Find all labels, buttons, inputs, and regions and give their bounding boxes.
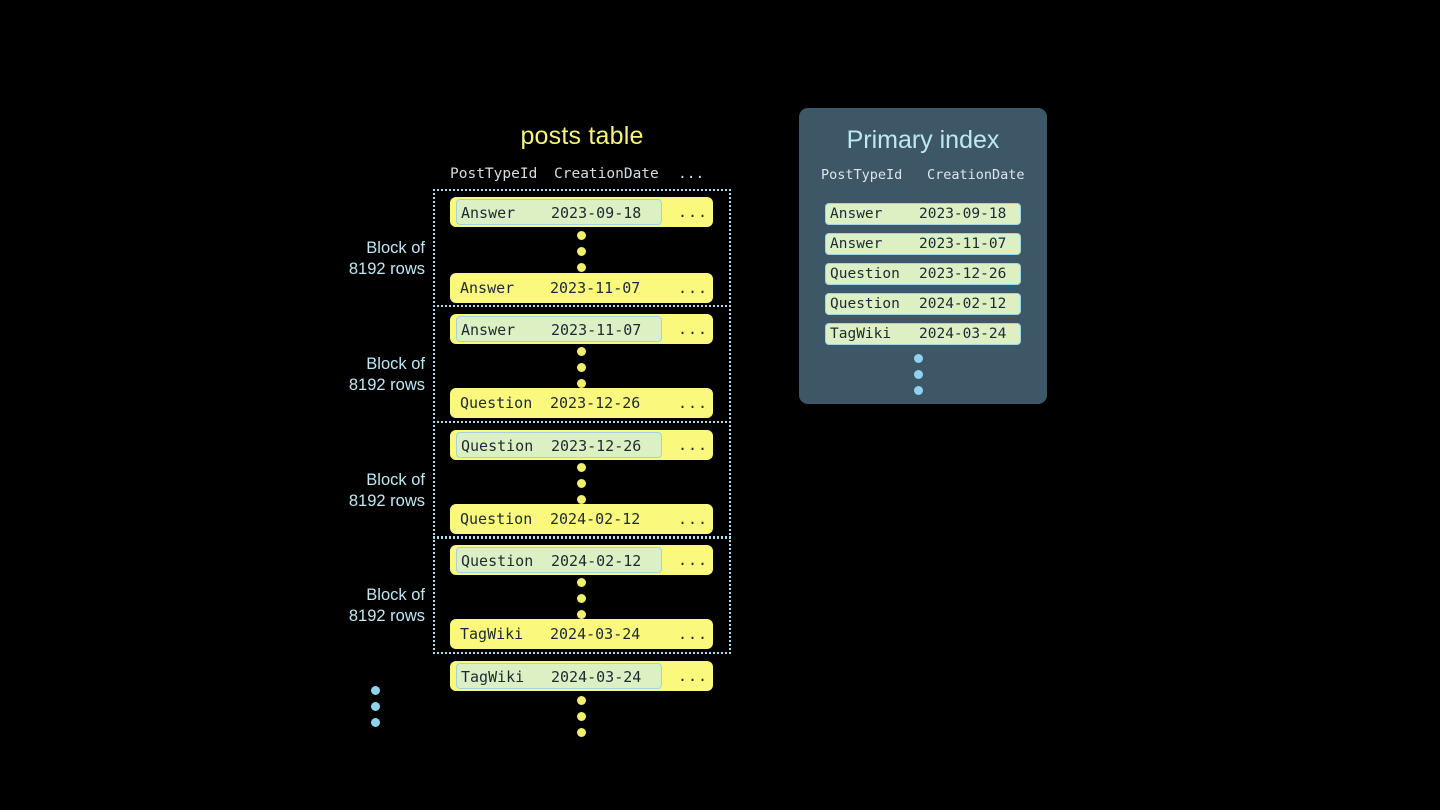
cell-posttypeid: Question <box>461 437 534 455</box>
index-continue-dots <box>914 354 923 402</box>
cell-creationdate: 2024-02-12 <box>551 552 642 570</box>
index-key-highlight: TagWiki 2024-03-24 <box>456 663 662 689</box>
column-header-creationdate: CreationDate <box>554 166 659 182</box>
block-label-1: Block of 8192 rows <box>320 238 425 280</box>
cell-posttypeid: Answer <box>460 279 515 297</box>
index-entry-row[interactable]: Question 2024-02-12 <box>825 293 1021 315</box>
cell-creationdate: 2024-02-12 <box>919 296 1007 312</box>
cell-posttypeid: Question <box>461 552 534 570</box>
rows-continue-dots <box>577 696 586 744</box>
table-row[interactable]: Answer 2023-11-07 ... <box>450 314 713 344</box>
cell-creationdate: 2023-09-18 <box>919 206 1007 222</box>
cell-more: ... <box>678 394 709 412</box>
table-row[interactable]: Question 2024-02-12 ... <box>450 545 713 575</box>
index-entry-row[interactable]: TagWiki 2024-03-24 <box>825 323 1021 345</box>
primary-index-panel: Primary index PostTypeId CreationDate An… <box>799 108 1047 404</box>
cell-more: ... <box>678 510 709 528</box>
cell-posttypeid: TagWiki <box>461 668 525 686</box>
block-label-2-line1: Block of <box>366 355 425 373</box>
index-entry-row[interactable]: Answer 2023-11-07 <box>825 233 1021 255</box>
block-label-4-line1: Block of <box>366 586 425 604</box>
block-label-3: Block of 8192 rows <box>320 470 425 512</box>
cell-posttypeid: Question <box>830 296 900 312</box>
cell-more: ... <box>678 320 709 338</box>
row-ellipsis-dots <box>577 347 586 395</box>
cell-creationdate: 2024-03-24 <box>919 326 1007 342</box>
block-label-3-line1: Block of <box>366 471 425 489</box>
cell-posttypeid: Answer <box>461 321 516 339</box>
index-key-highlight: Question 2023-12-26 <box>456 432 662 458</box>
cell-creationdate: 2023-11-07 <box>919 236 1007 252</box>
index-key-highlight: Question 2024-02-12 <box>456 547 662 573</box>
primary-index-title: Primary index <box>846 126 1000 154</box>
cell-posttypeid: Answer <box>830 206 883 222</box>
cell-more: ... <box>678 279 709 297</box>
cell-creationdate: 2023-12-26 <box>551 437 642 455</box>
block-label-4-line2: 8192 rows <box>348 607 425 625</box>
cell-posttypeid: TagWiki <box>830 326 892 342</box>
cell-posttypeid: Answer <box>461 204 516 222</box>
cell-more: ... <box>678 203 709 221</box>
cell-posttypeid: TagWiki <box>460 625 524 643</box>
block-label-2-line2: 8192 rows <box>348 376 425 394</box>
primary-index-column-headers: PostTypeId CreationDate <box>821 167 1031 187</box>
table-row[interactable]: Answer 2023-11-07 ... <box>450 273 713 303</box>
cell-more: ... <box>678 436 709 454</box>
block-label-3-line2: 8192 rows <box>348 492 425 510</box>
cell-creationdate: 2024-02-12 <box>550 510 641 528</box>
cell-creationdate: 2023-09-18 <box>551 204 642 222</box>
cell-creationdate: 2023-11-07 <box>551 321 642 339</box>
cell-creationdate: 2023-12-26 <box>550 394 641 412</box>
row-ellipsis-dots <box>577 463 586 511</box>
table-row[interactable]: Question 2023-12-26 ... <box>450 388 713 418</box>
cell-more: ... <box>678 667 709 685</box>
index-key-highlight: Answer 2023-09-18 <box>456 199 662 225</box>
blocks-continue-dots <box>371 686 380 734</box>
cell-posttypeid: Answer <box>830 236 883 252</box>
row-ellipsis-dots <box>577 578 586 626</box>
block-3 <box>433 421 731 539</box>
cell-posttypeid: Question <box>460 510 533 528</box>
posts-table-title: posts table <box>520 122 644 150</box>
cell-creationdate: 2024-03-24 <box>551 668 642 686</box>
cell-posttypeid: Question <box>830 266 900 282</box>
cell-more: ... <box>678 551 709 569</box>
row-ellipsis-dots <box>577 231 586 279</box>
cell-creationdate: 2023-11-07 <box>550 279 641 297</box>
column-header-posttypeid: PostTypeId <box>450 166 538 182</box>
posts-table-column-headers: PostTypeId CreationDate ... <box>450 166 715 186</box>
cell-more: ... <box>678 625 709 643</box>
index-entry-row[interactable]: Answer 2023-09-18 <box>825 203 1021 225</box>
table-row[interactable]: Question 2024-02-12 ... <box>450 504 713 534</box>
cell-posttypeid: Question <box>460 394 533 412</box>
column-header-posttypeid: PostTypeId <box>821 167 903 183</box>
cell-creationdate: 2024-03-24 <box>550 625 641 643</box>
block-label-1-line1: Block of <box>366 239 425 257</box>
column-header-creationdate: CreationDate <box>927 167 1025 183</box>
index-entry-row[interactable]: Question 2023-12-26 <box>825 263 1021 285</box>
table-row[interactable]: TagWiki 2024-03-24 ... <box>450 619 713 649</box>
block-label-2: Block of 8192 rows <box>320 354 425 396</box>
index-key-highlight: Answer 2023-11-07 <box>456 316 662 342</box>
cell-creationdate: 2023-12-26 <box>919 266 1007 282</box>
table-row[interactable]: Answer 2023-09-18 ... <box>450 197 713 227</box>
block-label-1-line2: 8192 rows <box>348 260 425 278</box>
table-row[interactable]: Question 2023-12-26 ... <box>450 430 713 460</box>
block-4 <box>433 536 731 654</box>
column-header-more: ... <box>678 166 705 182</box>
block-label-4: Block of 8192 rows <box>320 585 425 627</box>
table-row-trailing[interactable]: TagWiki 2024-03-24 ... <box>450 661 713 691</box>
